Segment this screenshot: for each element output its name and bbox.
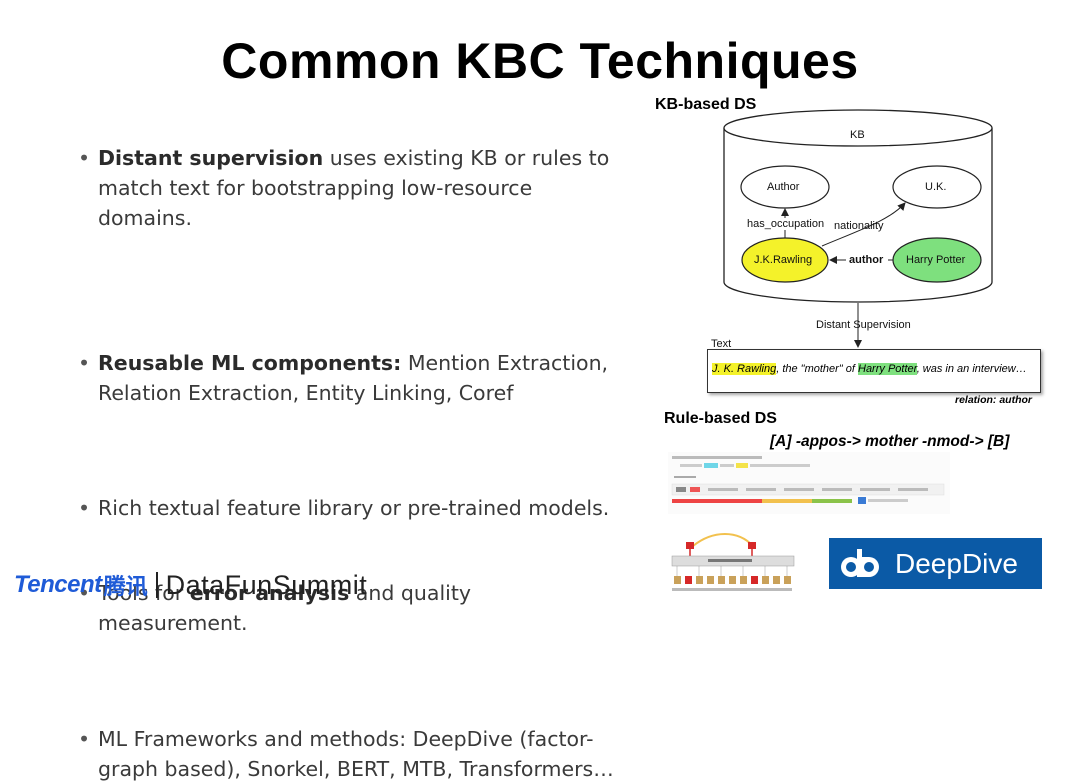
- deepdive-logo-text: DeepDive: [895, 547, 1018, 579]
- distant-supervision-label: Distant Supervision: [816, 319, 911, 331]
- text-label: Text: [711, 338, 732, 350]
- footer-branding: Tencent 腾讯 DataFunSummit: [14, 568, 367, 602]
- bullet-distant-supervision: Distant supervision uses existing KB or …: [78, 143, 623, 233]
- deepdive-logo: DeepDive: [829, 538, 1042, 589]
- edge-author-label: author: [849, 254, 884, 266]
- rule-pattern: [A] -appos-> mother -nmod-> [B]: [770, 433, 1010, 450]
- tencent-logo-cn: 腾讯: [103, 574, 148, 599]
- edge-nationality-label: nationality: [834, 220, 884, 232]
- rule-ds-heading: Rule-based DS: [664, 410, 777, 427]
- text-sentence: J. K. Rawling, the "mother" of Harry Pot…: [712, 363, 1027, 375]
- kb-ds-heading: KB-based DS: [655, 96, 757, 113]
- rule-parse-tree-thumbnail: [668, 528, 798, 598]
- footer-separator: [155, 572, 158, 598]
- node-uk: [892, 165, 982, 209]
- deepdive-mark-icon: [841, 548, 879, 577]
- relation-label: relation: author: [954, 394, 1032, 406]
- node-author-label: Author: [767, 181, 800, 193]
- datafun-summit-text: DataFunSummit: [165, 569, 368, 600]
- tencent-logo-text: Tencent: [14, 571, 102, 598]
- kb-diagram: [723, 109, 993, 348]
- bullet-reusable-ml: Reusable ML components: Mention Extracti…: [78, 348, 623, 408]
- kb-cylinder-top: [723, 109, 993, 147]
- node-jk-label: J.K.Rawling: [754, 254, 813, 266]
- slide-title: Common KBC Techniques: [221, 33, 859, 89]
- rule-screenshot-thumbnail: [668, 452, 950, 514]
- text-sample-box: J. K. Rawling, the "mother" of Harry Pot…: [707, 349, 1041, 406]
- node-uk-label: U.K.: [925, 181, 947, 193]
- kb-label: KB: [850, 129, 865, 141]
- node-hp-label: Harry Potter: [906, 254, 966, 266]
- bullet-ml-frameworks: ML Frameworks and methods: DeepDive (fac…: [78, 724, 623, 784]
- edge-has-occupation-label: has_occupation: [747, 218, 825, 230]
- edge-nationality: [821, 202, 906, 247]
- bullet-feature-library: Rich textual feature library or pre-trai…: [78, 493, 623, 523]
